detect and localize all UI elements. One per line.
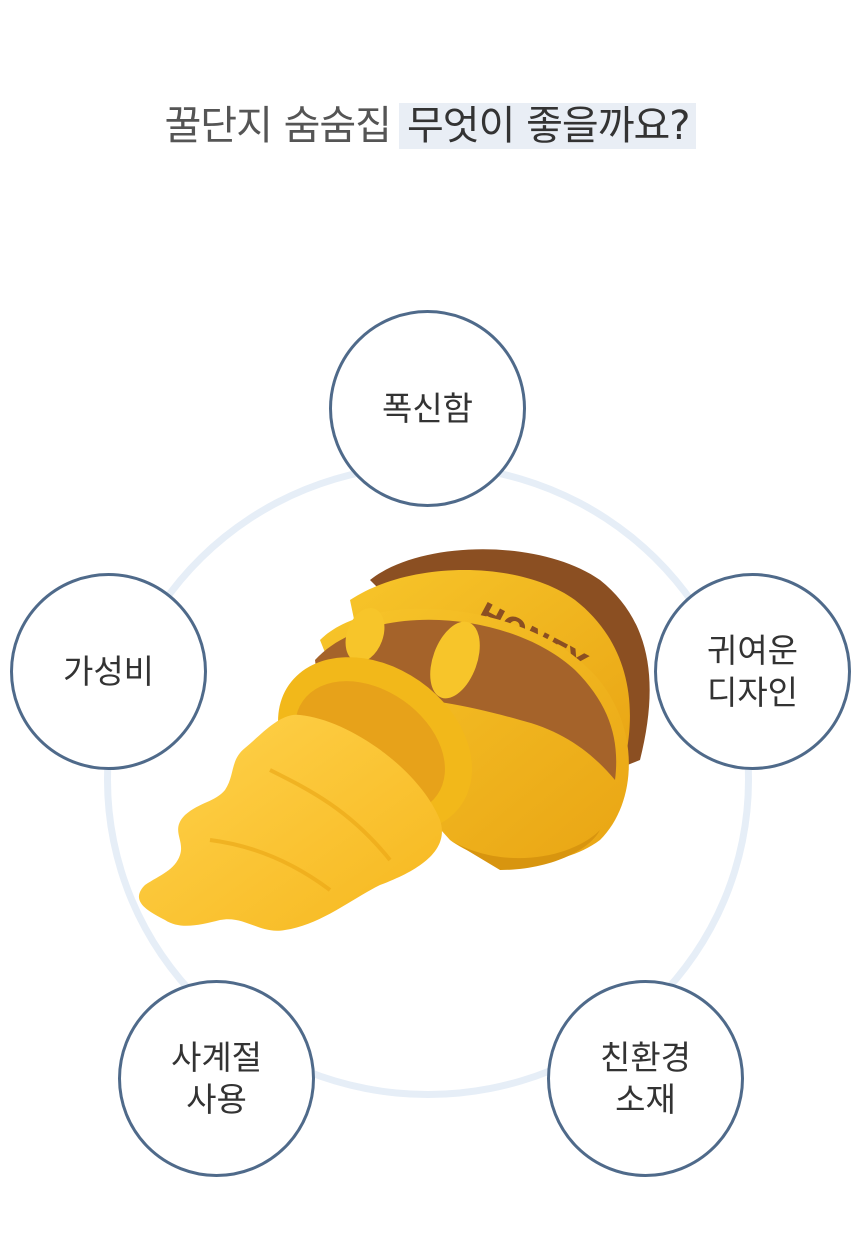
headline-highlight: 무엇이 좋을까요?	[398, 103, 696, 149]
feature-label: 가성비	[62, 651, 155, 691]
feature-bubble-soft: 폭신함	[329, 310, 526, 507]
feature-bubble-value: 가성비	[10, 573, 207, 770]
pot-honey-band	[315, 619, 617, 780]
honey-drip	[345, 607, 385, 663]
feature-label: 폭신함	[381, 388, 474, 428]
headline-plain: 꿀단지 숨숨집	[164, 103, 392, 149]
feature-bubble-eco-material: 친환경 소재	[547, 980, 744, 1177]
honey-pot-house-image: HONEY	[138, 549, 650, 931]
honey-cushion	[138, 714, 442, 931]
feature-bubble-all-season: 사계절 사용	[118, 980, 315, 1177]
feature-bubble-design: 귀여운 디자인	[654, 573, 851, 770]
feature-label: 사계절 사용	[170, 1037, 263, 1119]
honey-drip	[430, 621, 480, 699]
feature-label: 귀여운 디자인	[706, 630, 799, 712]
feature-label: 친환경 소재	[599, 1037, 692, 1119]
